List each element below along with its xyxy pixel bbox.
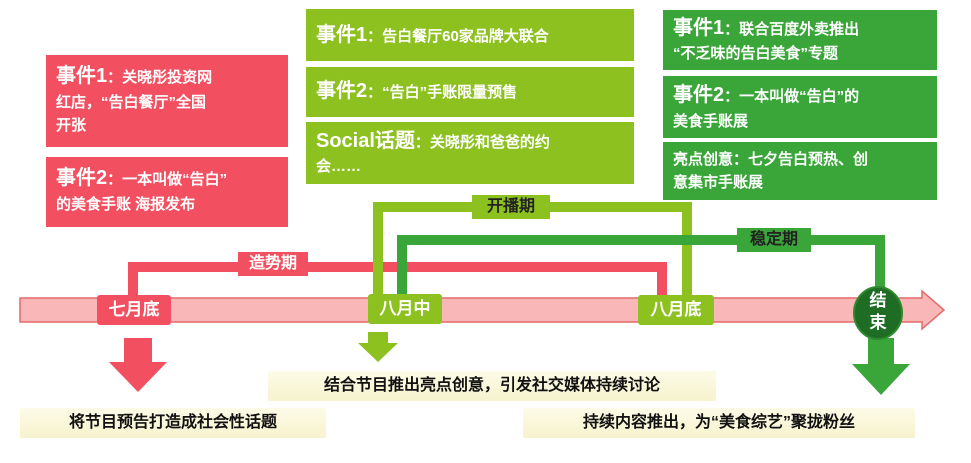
- launch-phase-bracket: [373, 202, 692, 298]
- node-end-text-1: 结: [869, 291, 887, 310]
- caption-right: 持续内容推出，为“美食综艺”聚拢粉丝: [523, 408, 915, 438]
- phase-build-label: 造势期: [238, 252, 308, 276]
- end-node-circle: [853, 286, 903, 340]
- down-arrow-lime: [358, 332, 398, 362]
- stable-event-1-card: 事件1：联合百度外卖推出 “不乏味的告白美食”专题: [663, 10, 937, 70]
- build-event-2-text-2: 的美食手账 海报发布: [56, 196, 196, 213]
- node-late-august: 八月底: [638, 295, 714, 325]
- stable-event-3-card: 亮点创意：七夕告白预热、创 意集市手账展: [663, 142, 937, 200]
- node-end-text-2: 束: [869, 313, 887, 332]
- launch-event-3-card: Social话题：关晓彤和爸爸的约 会……: [306, 122, 634, 184]
- phase-stable-label: 稳定期: [737, 228, 811, 252]
- launch-event-1-card: 事件1：告白餐厅60家品牌大联合: [306, 9, 634, 61]
- phase-launch-label: 开播期: [472, 195, 550, 219]
- caption-middle-text: 结合节目推出亮点创意，引发社交媒体持续讨论: [323, 377, 660, 394]
- build-event-1-text-2: 红店，“告白餐厅”全国: [56, 94, 207, 111]
- stable-event-1-title: 事件1: [673, 17, 725, 39]
- build-event-2-title: 事件2: [56, 167, 108, 189]
- launch-event-3-text: ：关晓彤和爸爸的约: [414, 134, 550, 151]
- stable-event-1-text-2: “不乏味的告白美食”专题: [673, 45, 839, 62]
- build-event-1-title: 事件1: [56, 65, 108, 87]
- launch-event-1-text: ：告白餐厅60家品牌大联合: [367, 28, 549, 45]
- stable-event-3-text-2: 意集市手账展: [673, 174, 764, 191]
- node-mid-august-text: 八月中: [379, 299, 431, 318]
- build-event-1-text-3: 开张: [56, 117, 87, 134]
- launch-event-1-title: 事件1: [316, 24, 368, 46]
- node-late-july-text: 七月底: [108, 300, 160, 319]
- caption-middle: 结合节目推出亮点创意，引发社交媒体持续讨论: [268, 371, 716, 401]
- build-event-1-card: 事件1：关晓彤投资网 红店，“告白餐厅”全国 开张: [46, 55, 288, 147]
- stable-event-2-title: 事件2: [673, 84, 725, 106]
- build-event-1-text: ：关晓彤投资网: [107, 69, 213, 86]
- launch-event-3-text-2: 会……: [316, 158, 362, 175]
- phase-launch-text: 开播期: [486, 198, 535, 215]
- node-mid-august: 八月中: [368, 294, 442, 324]
- launch-event-2-card: 事件2：“告白”手账限量预售: [306, 67, 634, 117]
- caption-left: 将节目预告打造成社会性话题: [20, 408, 326, 438]
- stable-event-3-text: 亮点创意：七夕告白预热、创: [673, 151, 869, 168]
- build-event-2-text: ：一本叫做“告白”: [107, 171, 228, 188]
- launch-event-2-title: 事件2: [316, 80, 368, 102]
- stable-event-2-text: ：一本叫做“告白”的: [724, 88, 860, 105]
- stable-event-1-text: ：联合百度外卖推出: [724, 21, 860, 38]
- phase-stable-text: 稳定期: [749, 231, 798, 248]
- caption-left-text: 将节目预告打造成社会性话题: [68, 414, 277, 431]
- stable-phase-bracket: [397, 235, 885, 298]
- stable-event-2-card: 事件2：一本叫做“告白”的 美食手账展: [663, 76, 937, 138]
- phase-build-text: 造势期: [248, 255, 297, 272]
- node-late-august-text: 八月底: [650, 300, 702, 319]
- build-event-2-card: 事件2：一本叫做“告白” 的美食手账 海报发布: [46, 157, 288, 227]
- launch-event-3-title: Social话题: [316, 130, 415, 152]
- node-end: 结 束: [858, 290, 898, 336]
- node-late-july: 七月底: [97, 295, 171, 325]
- stable-event-2-text-2: 美食手账展: [673, 113, 749, 130]
- caption-right-text: 持续内容推出，为“美食综艺”聚拢粉丝: [582, 414, 855, 431]
- down-arrow-green: [852, 338, 910, 395]
- launch-event-2-text: ：“告白”手账限量预售: [367, 84, 518, 101]
- down-arrow-red: [109, 338, 167, 392]
